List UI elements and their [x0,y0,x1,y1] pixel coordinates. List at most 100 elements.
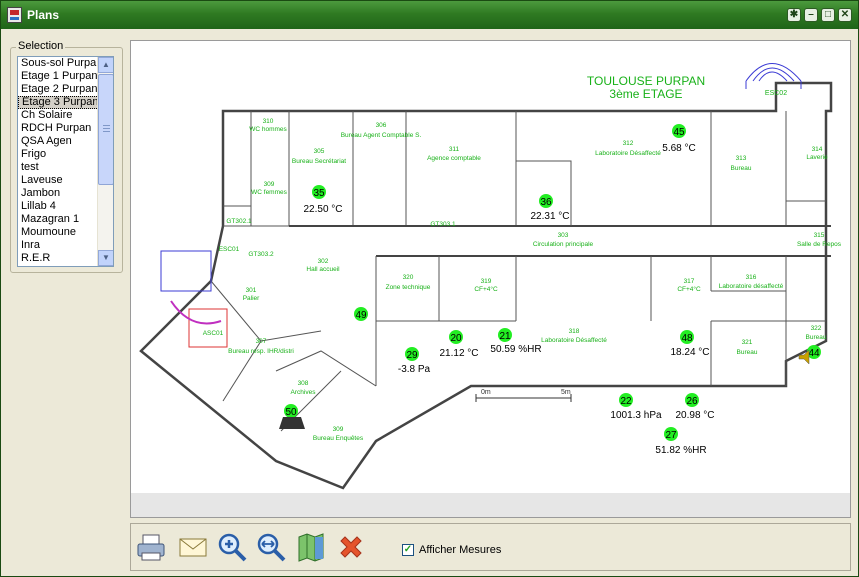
room-317-number: 317 [684,278,695,285]
list-item[interactable]: Lillab 4 [21,200,56,212]
room-310-number: 310 [263,118,274,125]
scroll-down-icon[interactable]: ▼ [98,250,113,266]
tag-label: GT302.1 [226,218,252,225]
maximize-button[interactable]: □ [821,8,835,22]
room-320-name: Zone technique [386,284,431,291]
sensor-45-value: 5.68 °C [662,143,695,154]
show-measures-label: Afficher Mesures [419,544,502,556]
tag-label: GT303.1 [430,221,456,228]
scroll-up-icon[interactable]: ▲ [98,57,113,73]
list-item[interactable]: Frigo [21,148,47,160]
zoom-fit-icon[interactable] [255,531,287,563]
pin-icon[interactable]: ✱ [787,8,801,22]
map-layers-icon[interactable] [295,531,327,563]
list-item[interactable]: Ch Solaire [21,109,73,121]
room-306-name: Bureau Agent Comptable S. [341,132,422,139]
email-icon[interactable] [177,531,209,563]
room-308-name: Archives [291,389,317,396]
selection-list: Sous-sol Purpan Etage 1 Purpan Etage 2 P… [18,57,113,265]
list-item[interactable]: Jambon [21,187,61,199]
room-322-name: Bureau [806,334,827,341]
svg-text:36: 36 [540,197,552,208]
tag-label: ESC01 [219,246,240,253]
speaker-icon [798,349,810,365]
room-303-name: Circulation principale [533,241,594,248]
svg-text:44: 44 [808,348,820,359]
sensor-35[interactable]: 35 22.50 °C [303,185,343,215]
room-320-number: 320 [403,274,414,281]
room-312-name: Laboratoire Désaffecté [595,150,661,157]
room-319-name: CF+4°C [474,285,498,293]
minimize-button[interactable]: – [804,8,818,22]
sensor-44[interactable]: 44 [798,345,821,365]
list-item[interactable]: Etage 1 Purpan [21,70,98,82]
close-button[interactable]: ✕ [838,8,852,22]
svg-text:48: 48 [681,333,693,344]
sensor-29[interactable]: 29 -3.8 Pa [398,347,431,375]
list-item[interactable]: Etage 2 Purpan [21,83,98,95]
selection-listbox[interactable]: Sous-sol Purpan Etage 1 Purpan Etage 2 P… [17,56,114,267]
room-305-name: Bureau Secrétariat [292,158,346,165]
room-313-name: Bureau [731,165,752,172]
zoom-in-icon[interactable] [216,531,248,563]
room-309-name: Bureau Enquêtes [313,435,364,442]
selection-groupbox [10,47,123,273]
svg-text:35: 35 [313,188,325,199]
list-item[interactable]: QSA Agen [21,135,72,147]
list-scrollbar[interactable]: ▲ ▼ [97,57,113,266]
floor-plan-view[interactable]: TOULOUSE PURPAN 3ème ETAGE ESC02 310 WC … [131,41,850,493]
list-item[interactable]: Moumoune [21,226,77,238]
floor-plan-svg: TOULOUSE PURPAN 3ème ETAGE ESC02 310 WC … [139,63,842,490]
svg-text:50: 50 [285,407,297,418]
laptop-icon [279,417,305,429]
room-314-number: 314 [812,146,823,153]
print-icon[interactable] [135,531,167,563]
sensor-26[interactable]: 26 20.98 °C [675,393,715,421]
room-302-name: Hall accueil [306,266,340,273]
title-bar[interactable]: Plans ✱ – □ ✕ [1,1,858,29]
svg-text:22: 22 [620,396,632,407]
sensor-21[interactable]: 21 50.59 %HR [490,328,542,355]
room-316-number: 316 [746,274,757,281]
list-item[interactable]: Mazagran 1 [21,213,80,225]
sensor-49[interactable]: 49 [354,307,368,321]
sensor-36[interactable]: 36 22.31 °C [530,194,570,222]
sensor-20[interactable]: 20 21.12 °C [439,330,479,359]
app-icon [7,7,22,23]
room-313-number: 313 [736,155,747,162]
room-311-number: 311 [449,146,460,153]
room-307-number: 307 [256,338,267,345]
room-315-name: Salle de Repos [797,241,842,248]
room-319-number: 319 [481,278,492,285]
room-305-number: 305 [314,148,325,155]
sensor-48[interactable]: 48 18.24 °C [670,330,710,358]
scroll-thumb[interactable] [98,74,113,185]
show-measures-checkbox[interactable]: ✓ [402,544,414,556]
list-item[interactable]: Inra [21,239,40,251]
room-321-number: 321 [742,339,753,346]
room-321-name: Bureau [737,349,758,356]
sensor-22[interactable]: 22 1001.3 hPa [610,393,662,421]
list-item[interactable]: test [21,161,39,173]
svg-text:45: 45 [673,127,685,138]
delete-icon[interactable] [335,531,367,563]
room-301-number: 301 [246,287,257,294]
room-311-name: Agence comptable [427,155,481,162]
grip-line [103,125,110,126]
sensor-45[interactable]: 45 5.68 °C [662,124,696,154]
svg-text:20: 20 [450,333,462,344]
list-item[interactable]: Laveuse [21,174,63,186]
room-306-number: 306 [376,122,387,129]
room-318-name: Laboratoire Désaffecté [541,337,607,344]
sensor-20-value: 21.12 °C [439,348,478,359]
svg-text:49: 49 [355,310,367,321]
list-item[interactable]: R.E.R [21,252,51,264]
sensor-50[interactable]: 50 [279,404,305,429]
list-item[interactable]: Sous-sol Purpan [21,57,103,69]
sensor-26-value: 20.98 °C [675,410,714,421]
room-labels: 310 WC hommes 309 WC femmes 305 Bureau S… [228,118,842,442]
list-item[interactable]: RDCH Purpan [21,122,92,134]
svg-text:29: 29 [406,350,418,361]
sensor-27[interactable]: 27 51.82 %HR [655,427,707,456]
